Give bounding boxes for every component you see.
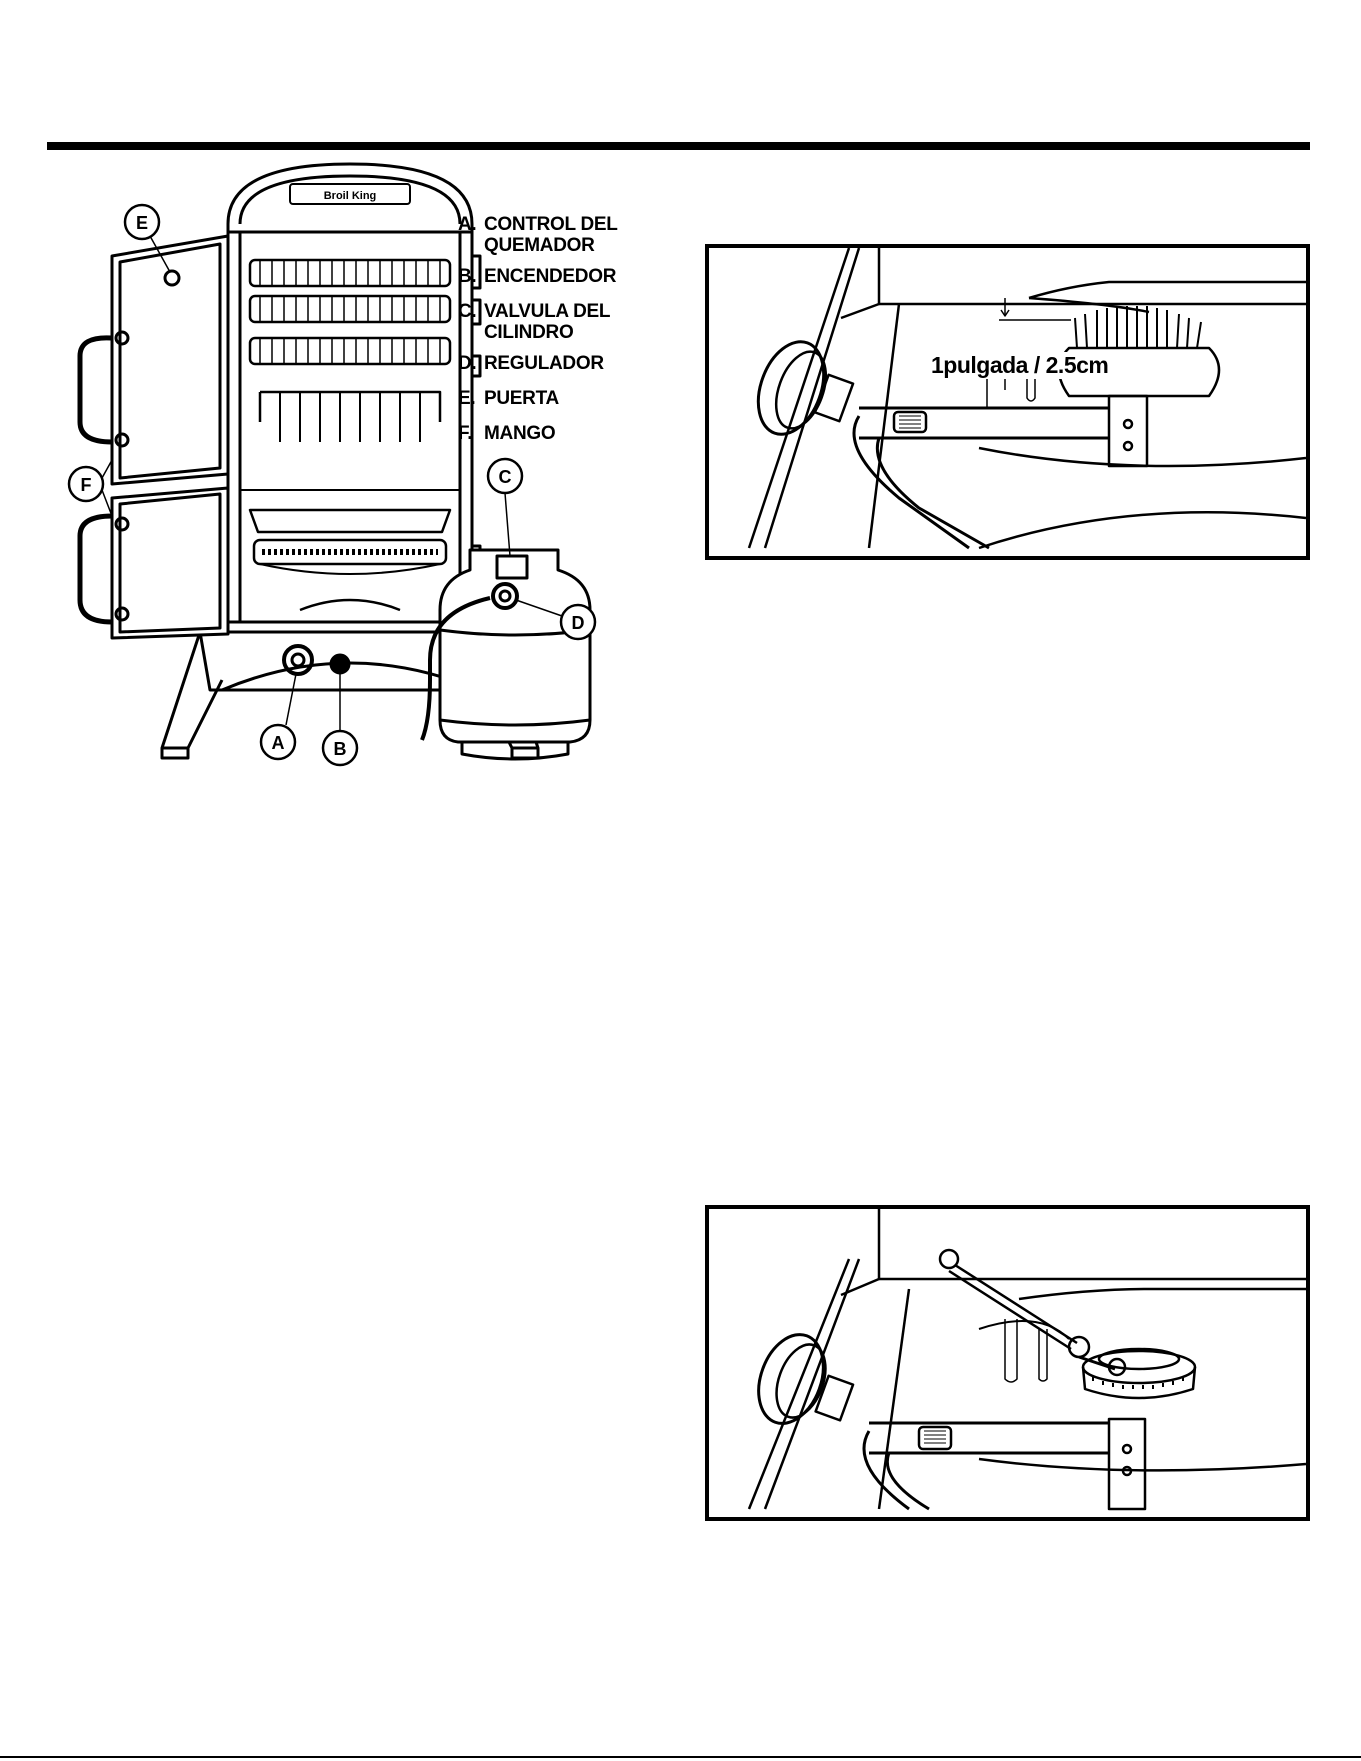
footer-rule xyxy=(0,1756,1361,1758)
callout-c: C xyxy=(499,467,512,487)
callout-a: A xyxy=(272,733,285,753)
legend-item-b: B. ENCENDEDOR xyxy=(458,266,618,287)
legend-item-d: D. REGULADOR xyxy=(458,353,618,374)
burner-measurement-figure: 1pulgada / 2.5cm xyxy=(705,244,1310,560)
callout-d: D xyxy=(572,613,585,633)
parts-legend: A. CONTROL DEL QUEMADOR B. ENCENDEDOR C.… xyxy=(458,214,618,458)
legend-item-a: A. CONTROL DEL QUEMADOR xyxy=(458,214,618,256)
callout-e: E xyxy=(136,213,148,233)
match-lighting-drawing xyxy=(709,1209,1306,1517)
legend-item-e: E. PUERTA xyxy=(458,388,618,409)
measurement-label: 1pulgada / 2.5cm xyxy=(929,352,1110,379)
match-lighting-figure xyxy=(705,1205,1310,1521)
burner-measurement-drawing xyxy=(709,248,1306,556)
legend-item-c: C. VALVULA DEL CILINDRO xyxy=(458,301,618,343)
callout-f: F xyxy=(81,475,92,495)
callout-b: B xyxy=(334,739,347,759)
brand-plate-text: Broil King xyxy=(324,190,377,202)
legend-item-f: F. MANGO xyxy=(458,423,618,444)
header-rule xyxy=(47,142,1310,150)
